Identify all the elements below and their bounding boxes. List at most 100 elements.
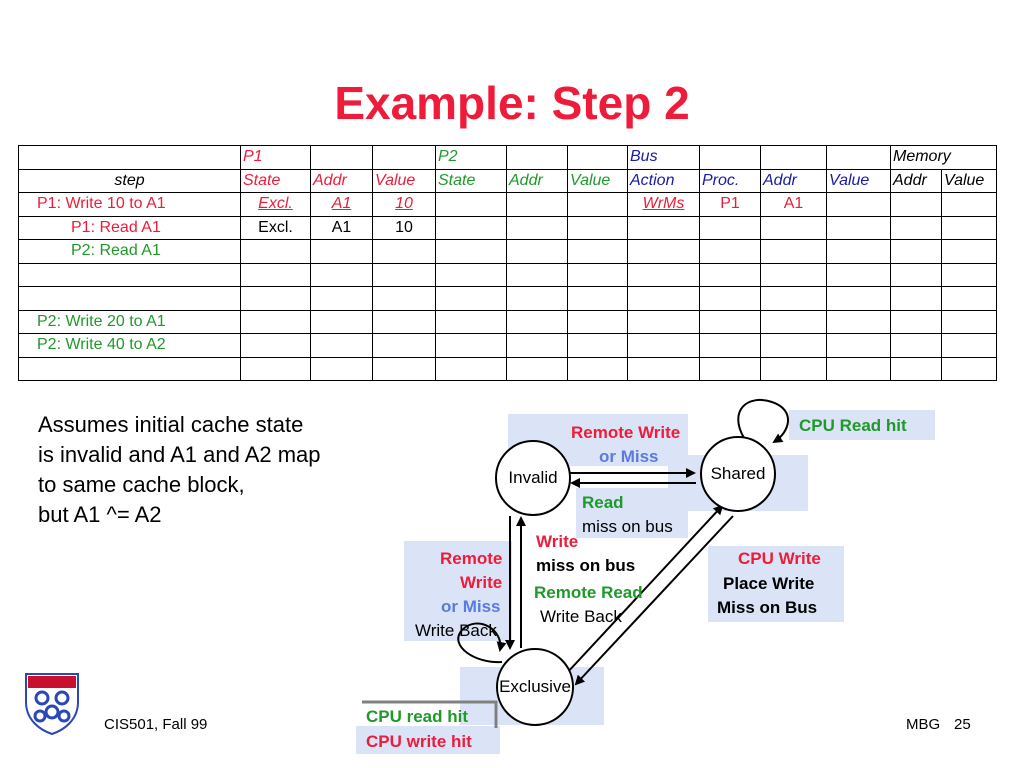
table-cell (506, 333, 568, 358)
table-row (18, 262, 997, 287)
label-remote-write-top: Remote Write (571, 423, 681, 442)
label-write-left: Write (460, 573, 503, 592)
header-p1-value: Value (372, 168, 436, 193)
table-cell (826, 239, 891, 264)
table-row: P2: Write 40 to A2 (18, 333, 997, 358)
step-cell (18, 356, 241, 381)
table-cell (567, 309, 628, 334)
table-cell (627, 215, 700, 240)
table-cell (506, 356, 568, 381)
group-label-p1: P1 (240, 145, 311, 170)
label-miss-on-bus-write: miss on bus (536, 556, 636, 575)
table-cell (310, 286, 373, 311)
table-cell (826, 215, 891, 240)
label-write-back-mid: Write Back (540, 607, 622, 626)
self-loop-exclusive (457, 622, 507, 664)
footer-author: MBG (906, 716, 941, 733)
table-cell (627, 286, 700, 311)
label-or-miss-top: or Miss (599, 447, 659, 466)
state-invalid-label: Invalid (508, 468, 558, 487)
table-cell (760, 309, 827, 334)
assumption-line: but A1 ^= A2 (38, 502, 162, 527)
label-write-back-left: Write Back (415, 621, 497, 640)
table-cell (890, 239, 942, 264)
table-cell (240, 239, 311, 264)
step-cell (18, 286, 241, 311)
table-cell (627, 262, 700, 287)
table-cell (941, 239, 997, 264)
step-cell: P2: Write 40 to A2 (18, 333, 241, 358)
table-cell (372, 262, 436, 287)
table-cell (18, 145, 241, 170)
label-box-read-miss (576, 488, 688, 538)
label-box-remote-left (404, 541, 512, 641)
label-cpu-write-hit-bottom: CPU write hit (366, 732, 472, 751)
header-p1-state: State (240, 168, 311, 193)
assumption-text: Assumes initial cache state is invalid a… (38, 410, 398, 530)
table-cell (699, 356, 761, 381)
table-cell (627, 356, 700, 381)
step-cell: P2: Write 20 to A1 (18, 309, 241, 334)
table-cell (890, 262, 942, 287)
page-number: 25 (954, 716, 971, 733)
table-cell (699, 333, 761, 358)
table-cell (699, 286, 761, 311)
table-cell (372, 239, 436, 264)
header-memory-addr: Addr (890, 168, 942, 193)
table-cell (941, 262, 997, 287)
header-p2-addr: Addr (506, 168, 568, 193)
table-cell (941, 286, 997, 311)
slide-title: Example: Step 2 (334, 77, 690, 129)
table-cell (627, 239, 700, 264)
table-cell (567, 262, 628, 287)
table-cell (760, 262, 827, 287)
label-cpu-read-hit-top: CPU Read hit (799, 416, 907, 435)
table-cell (372, 309, 436, 334)
table-cell (567, 286, 628, 311)
table-cell (372, 333, 436, 358)
table-cell (506, 309, 568, 334)
table-row (18, 356, 997, 381)
table-cell (435, 239, 507, 264)
label-miss-on-bus-cpu: Miss on Bus (717, 598, 818, 617)
self-loop-shared (737, 398, 789, 444)
table-cell (372, 356, 436, 381)
table-cell (826, 356, 891, 381)
step-cell (18, 262, 241, 287)
table-cell (506, 286, 568, 311)
label-cpu-write: CPU Write (738, 549, 821, 568)
cpu-hit-connector (362, 700, 498, 728)
protocol-table: P1 P2 Bus Memory step State Addr Value S… (18, 145, 997, 381)
label-miss-on-bus-read: miss on bus (582, 517, 673, 536)
state-shared: Shared (700, 436, 776, 512)
label-box-cpu-write (708, 546, 844, 622)
label-write: Write (536, 532, 579, 551)
university-logo-icon (25, 673, 79, 736)
table-cell (760, 239, 827, 264)
table-cell (699, 262, 761, 287)
arrow-shared-to-exclusive (574, 515, 734, 686)
state-exclusive: Exclusive (496, 648, 574, 726)
label-remote-left: Remote (440, 549, 503, 568)
label-box-cpu-hit-bottom (356, 726, 500, 754)
label-box-cpu-read-hit (789, 410, 935, 440)
header-bus-proc: Proc. (699, 168, 761, 193)
assumption-line: Assumes initial cache state (38, 412, 304, 437)
table-cell: P1 (699, 192, 761, 217)
table-cell (941, 333, 997, 358)
step-cell: P1: Read A1 (18, 215, 241, 240)
label-cpu-read-hit-bottom: CPU read hit (366, 707, 469, 726)
table-cell (699, 145, 761, 170)
table-cell (506, 239, 568, 264)
table-cell (890, 286, 942, 311)
label-place-write: Place Write (723, 574, 815, 593)
table-cell: Excl. (240, 192, 311, 217)
assumption-line: to same cache block, (38, 472, 245, 497)
table-cell (310, 333, 373, 358)
table-cell (506, 215, 568, 240)
table-cell (567, 145, 628, 170)
table-cell (567, 239, 628, 264)
table-cell (826, 333, 891, 358)
label-read: Read (582, 493, 624, 512)
table-cell (760, 286, 827, 311)
